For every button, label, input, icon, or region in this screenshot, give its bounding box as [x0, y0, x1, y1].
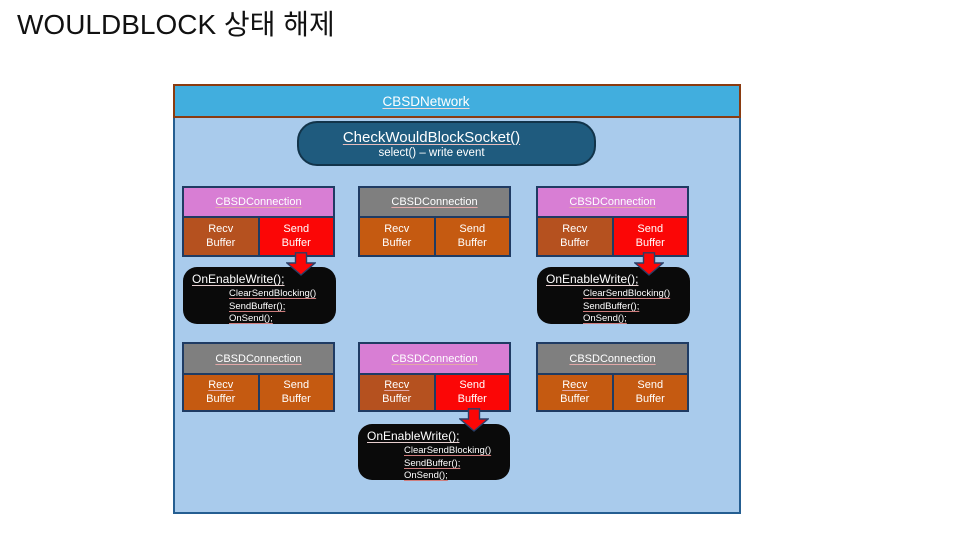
- check-socket-subtitle: select() – write event: [378, 146, 485, 159]
- connection-box-2: CBSDConnection Recv Buffer Send Buffer: [358, 186, 511, 257]
- connection-title: CBSDConnection: [215, 196, 302, 208]
- recv-label: Recv: [208, 379, 234, 391]
- send-label: Send: [637, 379, 664, 391]
- send-buffer-cell: Send Buffer: [611, 216, 689, 257]
- on-send-label: OnSend();: [404, 470, 448, 481]
- page-title: WOULDBLOCK 상태 해제: [17, 9, 335, 40]
- send-label: Send: [637, 223, 664, 235]
- send-buffer-call-label: SendBuffer();: [404, 457, 461, 469]
- send-label: Send: [459, 379, 486, 391]
- send-buffer-call-label: SendBuffer();: [229, 300, 286, 312]
- send-buffer-cell: Send Buffer: [433, 216, 511, 257]
- buffer-label: Buffer: [457, 392, 487, 405]
- connection-box-1: CBSDConnection Recv Buffer Send Buffer: [182, 186, 335, 257]
- connection-box-4: CBSDConnection Recv Buffer Send Buffer: [182, 342, 335, 412]
- recv-label: Recv: [562, 379, 588, 391]
- connection-box-3: CBSDConnection Recv Buffer Send Buffer: [536, 186, 689, 257]
- clear-send-blocking-label: ClearSendBlocking(): [583, 288, 671, 299]
- on-enable-write-label: OnEnableWrite();: [367, 429, 460, 443]
- recv-buffer-cell: Recv Buffer: [536, 216, 614, 257]
- check-would-block-socket-box: CheckWouldBlockSocket() select() – write…: [297, 121, 596, 166]
- clear-send-blocking-label: ClearSendBlocking(): [229, 288, 317, 299]
- connection-header: CBSDConnection: [358, 186, 511, 218]
- recv-label: Recv: [384, 223, 410, 235]
- buffer-label: Buffer: [382, 392, 412, 405]
- connection-title: CBSDConnection: [569, 352, 656, 365]
- callback-box-3: OnEnableWrite(); ClearSendBlocking() Sen…: [358, 424, 510, 481]
- connection-title: CBSDConnection: [215, 352, 302, 365]
- send-buffer-cell: Send Buffer: [257, 373, 335, 412]
- recv-buffer-cell: Recv Buffer: [536, 373, 614, 412]
- send-label: Send: [283, 379, 310, 391]
- connection-header: CBSDConnection: [536, 342, 689, 375]
- buffer-label: Buffer: [560, 236, 590, 249]
- down-arrow-icon: [459, 408, 489, 432]
- recv-buffer-cell: Recv Buffer: [182, 216, 260, 257]
- network-header: CBSDNetwork: [173, 84, 741, 118]
- connection-header: CBSDConnection: [182, 186, 335, 218]
- buffer-label: Buffer: [281, 392, 311, 405]
- network-title: CBSDNetwork: [382, 93, 470, 109]
- buffer-label: Buffer: [382, 236, 412, 249]
- on-send-label: OnSend();: [229, 313, 273, 324]
- connection-title: CBSDConnection: [569, 196, 656, 208]
- send-buffer-cell: Send Buffer: [257, 216, 335, 257]
- connection-header: CBSDConnection: [182, 342, 335, 375]
- on-send-label: OnSend();: [583, 313, 627, 324]
- down-arrow-icon: [634, 252, 664, 276]
- on-enable-write-label: OnEnableWrite();: [192, 272, 285, 286]
- connection-box-6: CBSDConnection Recv Buffer Send Buffer: [536, 342, 689, 412]
- connection-header: CBSDConnection: [358, 342, 511, 375]
- buffer-label: Buffer: [457, 236, 487, 249]
- connection-title: CBSDConnection: [391, 196, 478, 208]
- buffer-label: Buffer: [281, 236, 311, 249]
- send-buffer-cell: Send Buffer: [433, 373, 511, 412]
- connection-box-5: CBSDConnection Recv Buffer Send Buffer: [358, 342, 511, 412]
- send-label: Send: [283, 223, 310, 235]
- check-socket-title: CheckWouldBlockSocket(): [342, 128, 521, 146]
- buffer-label: Buffer: [560, 392, 590, 405]
- buffer-label: Buffer: [635, 392, 665, 405]
- buffer-label: Buffer: [635, 236, 665, 249]
- down-arrow-icon: [286, 252, 316, 276]
- recv-buffer-cell: Recv Buffer: [182, 373, 260, 412]
- on-enable-write-label: OnEnableWrite();: [546, 272, 639, 286]
- send-buffer-cell: Send Buffer: [611, 373, 689, 412]
- buffer-label: Buffer: [206, 392, 236, 405]
- recv-label: Recv: [384, 379, 410, 391]
- buffer-label: Buffer: [206, 236, 236, 249]
- recv-label: Recv: [562, 223, 588, 235]
- recv-buffer-cell: Recv Buffer: [358, 373, 436, 412]
- recv-buffer-cell: Recv Buffer: [358, 216, 436, 257]
- connection-title: CBSDConnection: [391, 352, 478, 365]
- clear-send-blocking-label: ClearSendBlocking(): [404, 445, 492, 456]
- send-buffer-call-label: SendBuffer();: [583, 300, 640, 312]
- connection-header: CBSDConnection: [536, 186, 689, 218]
- callback-box-2: OnEnableWrite(); ClearSendBlocking() Sen…: [537, 267, 690, 324]
- callback-box-1: OnEnableWrite(); ClearSendBlocking() Sen…: [183, 267, 336, 324]
- recv-label: Recv: [208, 223, 234, 235]
- send-label: Send: [459, 223, 486, 235]
